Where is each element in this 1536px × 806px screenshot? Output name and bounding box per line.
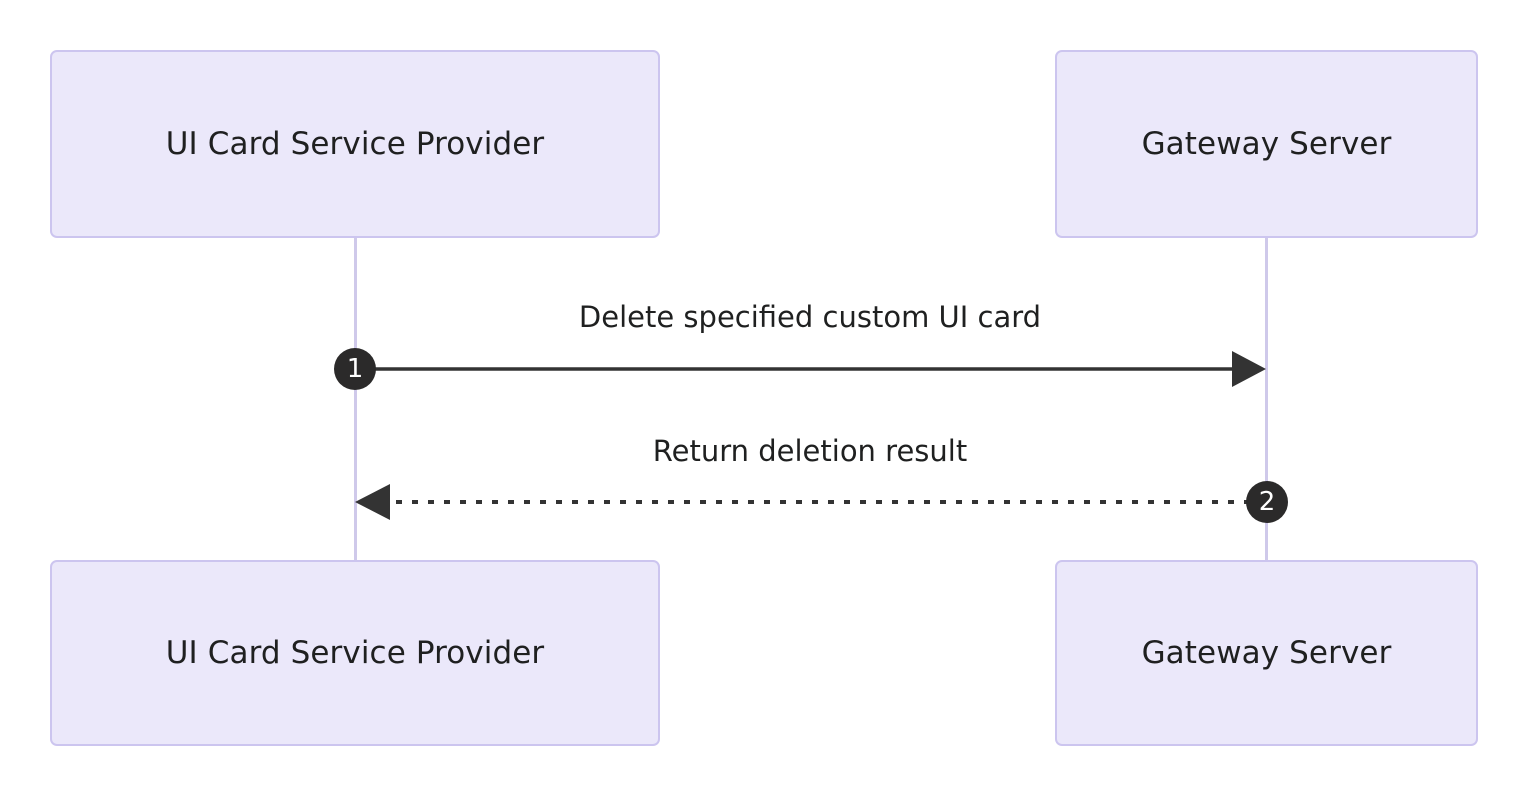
participant-label: UI Card Service Provider <box>165 125 545 162</box>
participant-box-ui-card-service-provider-bottom[interactable]: UI Card Service Provider <box>50 560 660 746</box>
message-label-1: Delete specified custom UI card <box>578 300 1042 334</box>
sequence-number-badge-1: 1 <box>334 348 376 390</box>
message-arrow-2 <box>355 484 1250 520</box>
participant-box-gateway-server-top[interactable]: Gateway Server <box>1055 50 1478 238</box>
participant-label: UI Card Service Provider <box>165 634 545 671</box>
participant-box-gateway-server-bottom[interactable]: Gateway Server <box>1055 560 1478 746</box>
message-arrow-2-head <box>355 484 390 520</box>
message-arrow-1-head <box>1232 351 1266 387</box>
lifeline-gateway-server <box>1264 238 1268 560</box>
participant-label: Gateway Server <box>1141 634 1392 671</box>
participant-box-ui-card-service-provider-top[interactable]: UI Card Service Provider <box>50 50 660 238</box>
message-arrow-1 <box>355 351 1266 387</box>
participant-label: Gateway Server <box>1141 125 1392 162</box>
lifeline-ui-card-service-provider <box>353 238 357 560</box>
sequence-number-badge-2: 2 <box>1246 481 1288 523</box>
message-label-2: Return deletion result <box>652 434 968 468</box>
